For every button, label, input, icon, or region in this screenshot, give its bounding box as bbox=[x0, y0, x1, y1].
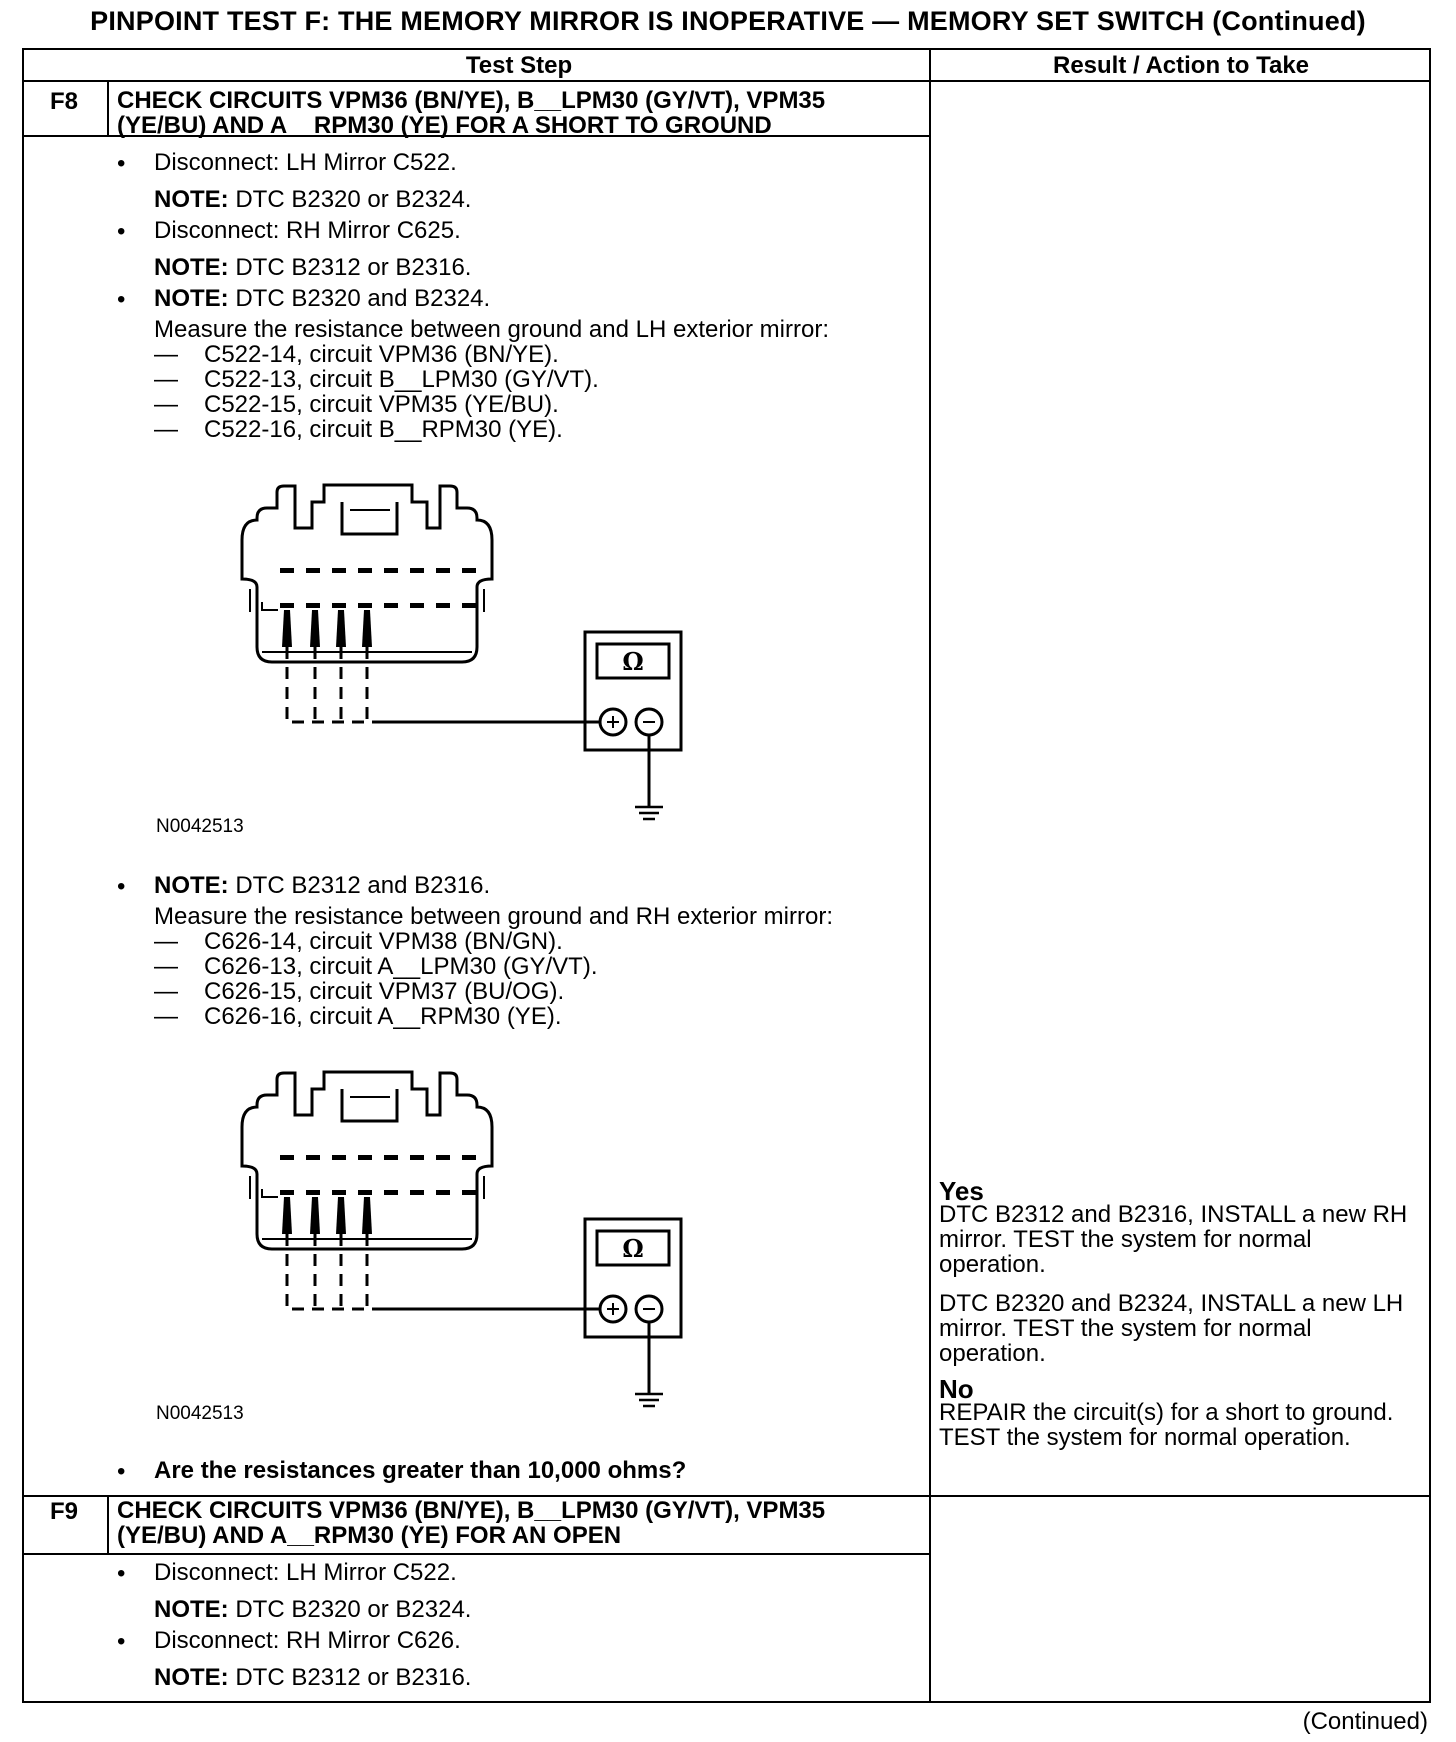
f9-note-2: NOTE: DTC B2312 or B2316. bbox=[154, 1664, 472, 1691]
continued-label: (Continued) bbox=[1302, 1708, 1428, 1735]
dash: — bbox=[154, 366, 178, 393]
bullet: • bbox=[117, 1560, 126, 1587]
step-id-f8: F8 bbox=[49, 88, 78, 115]
column-divider bbox=[929, 50, 931, 1701]
test-table: Test Step Result / Action to Take bbox=[22, 48, 1431, 1703]
dash: — bbox=[154, 928, 178, 955]
rh-circuit-4: C626-16, circuit A__RPM30 (YE). bbox=[204, 1003, 562, 1030]
lh-circuit-1: C522-14, circuit VPM36 (BN/YE). bbox=[204, 341, 559, 368]
f8-note-1: NOTE: DTC B2320 or B2324. bbox=[154, 186, 472, 213]
f9-title-line-1: CHECK CIRCUITS VPM36 (BN/YE), B__LPM30 (… bbox=[117, 1497, 826, 1524]
lh-circuit-2: C522-13, circuit B__LPM30 (GY/VT). bbox=[204, 366, 599, 393]
f8-question: Are the resistances greater than 10,000 … bbox=[154, 1457, 687, 1484]
bullet: • bbox=[117, 150, 126, 177]
step-id-divider bbox=[107, 80, 109, 135]
lh-circuit-3: C522-15, circuit VPM35 (YE/BU). bbox=[204, 391, 559, 418]
rh-circuit-3: C626-15, circuit VPM37 (BU/OG). bbox=[204, 978, 565, 1005]
bullet: • bbox=[117, 286, 126, 313]
f8-note-2: NOTE: DTC B2312 or B2316. bbox=[154, 254, 472, 281]
f8-title-line-1: CHECK CIRCUITS VPM36 (BN/YE), B__LPM30 (… bbox=[117, 87, 826, 114]
result-no-label: No bbox=[939, 1374, 974, 1404]
bullet: • bbox=[117, 218, 126, 245]
dash: — bbox=[154, 341, 178, 368]
f9-step-disconnect-rh: Disconnect: RH Mirror C626. bbox=[154, 1627, 461, 1654]
dash: — bbox=[154, 953, 178, 980]
result-yes-label: Yes bbox=[939, 1176, 984, 1206]
ohm-symbol: Ω bbox=[622, 1234, 643, 1263]
rh-circuit-1: C626-14, circuit VPM38 (BN/GN). bbox=[204, 928, 563, 955]
lh-circuit-4: C522-16, circuit B__RPM30 (YE). bbox=[204, 416, 563, 443]
figure-id-1: N0042513 bbox=[156, 816, 244, 837]
figure-id-2: N0042513 bbox=[156, 1403, 244, 1424]
f8-step-disconnect-lh: Disconnect: LH Mirror C522. bbox=[154, 149, 457, 176]
f9-title-divider bbox=[24, 1553, 929, 1555]
f9-note-1: NOTE: DTC B2320 or B2324. bbox=[154, 1596, 472, 1623]
ohm-symbol: Ω bbox=[622, 647, 643, 676]
f8-note-4: NOTE: DTC B2312 and B2316. bbox=[154, 872, 491, 899]
f9-step-disconnect-lh: Disconnect: LH Mirror C522. bbox=[154, 1559, 457, 1586]
f8-step-disconnect-rh: Disconnect: RH Mirror C625. bbox=[154, 217, 461, 244]
row-divider bbox=[24, 1495, 1429, 1497]
header-test-step: Test Step bbox=[465, 52, 573, 79]
step-id-divider bbox=[107, 1495, 109, 1553]
result-no-text: REPAIR the circuit(s) for a short to gro… bbox=[939, 1399, 1394, 1451]
page-title: PINPOINT TEST F: THE MEMORY MIRROR IS IN… bbox=[90, 6, 1366, 36]
f8-note-3: NOTE: DTC B2320 and B2324. bbox=[154, 285, 491, 312]
f8-title-line-2: (YE/BU) AND A__RPM30 (YE) FOR A SHORT TO… bbox=[117, 112, 772, 139]
rh-circuit-2: C626-13, circuit A__LPM30 (GY/VT). bbox=[204, 953, 598, 980]
f8-measure-rh: Measure the resistance between ground an… bbox=[154, 903, 833, 930]
connector-diagram-lh: Ω bbox=[240, 483, 683, 821]
dash: — bbox=[154, 416, 178, 443]
step-id-f9: F9 bbox=[49, 1498, 78, 1525]
result-yes-text-1: DTC B2312 and B2316, INSTALL a new RH mi… bbox=[939, 1201, 1408, 1278]
f8-title-divider bbox=[24, 135, 929, 137]
bullet: • bbox=[117, 873, 126, 900]
connector-diagram-rh: Ω bbox=[240, 1070, 683, 1408]
result-yes-text-2: DTC B2320 and B2324, INSTALL a new LH mi… bbox=[939, 1290, 1404, 1367]
dash: — bbox=[154, 1003, 178, 1030]
dash: — bbox=[154, 978, 178, 1005]
f8-measure-lh: Measure the resistance between ground an… bbox=[154, 316, 829, 343]
bullet: • bbox=[117, 1628, 126, 1655]
f9-title-line-2: (YE/BU) AND A__RPM30 (YE) FOR AN OPEN bbox=[117, 1522, 622, 1549]
dash: — bbox=[154, 391, 178, 418]
header-result: Result / Action to Take bbox=[1052, 52, 1310, 79]
header-divider bbox=[24, 80, 1429, 82]
bullet: • bbox=[117, 1458, 126, 1485]
